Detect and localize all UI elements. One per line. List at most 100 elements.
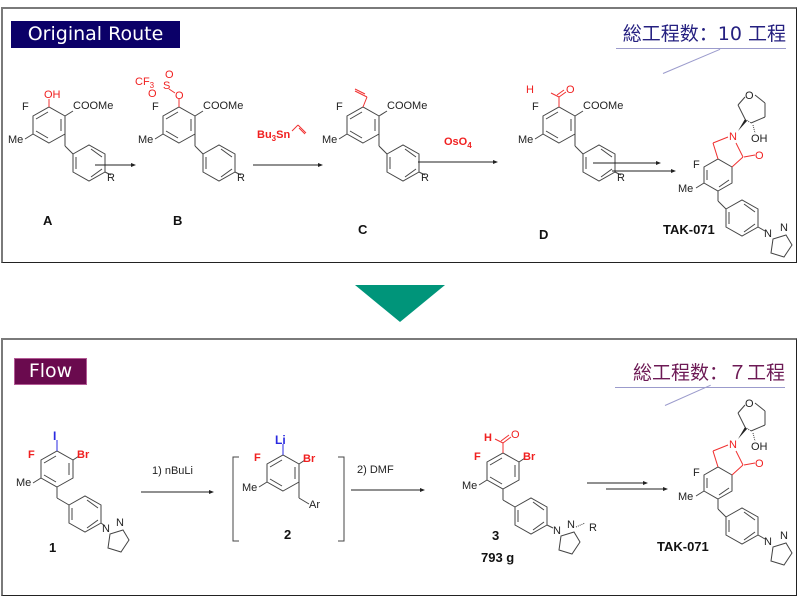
reagent-bu3sn: Bu3Sn	[257, 129, 290, 143]
label-me: Me	[678, 491, 693, 503]
label-br: Br	[77, 449, 90, 461]
label-me: Me	[518, 134, 533, 146]
label-n: N	[729, 131, 737, 143]
label-coome: COOMe	[73, 100, 113, 112]
label-me: Me	[678, 183, 693, 195]
compound-tak-071-original: N O O OH F Me N N TAK-071	[663, 90, 793, 258]
label-br: Br	[303, 453, 316, 465]
label-oh: OH	[751, 441, 768, 453]
label-oh: OH	[751, 133, 768, 145]
compound-label-1: 1	[49, 540, 56, 555]
label-f: F	[532, 101, 539, 113]
flow-title: Flow	[14, 358, 87, 385]
label-cf3: CF3	[135, 76, 155, 90]
label-ar: Ar	[309, 499, 320, 511]
arrowhead	[656, 161, 661, 165]
label-coome: COOMe	[387, 100, 427, 112]
label-me: Me	[16, 477, 31, 489]
compound-label-2: 2	[284, 527, 291, 542]
label-n2: N	[116, 517, 124, 529]
label-f: F	[28, 449, 35, 461]
label-o-left: O	[148, 88, 157, 100]
label-f: F	[152, 101, 159, 113]
compound-1: I F Br Me N N 1	[16, 429, 130, 555]
transition-arrow-icon	[355, 285, 445, 322]
compound-3: H O F Br Me N N R 3 793 g	[462, 429, 597, 565]
compound-tak-071-flow: N O O OH F Me N N TAK-071	[657, 398, 793, 566]
label-f: F	[693, 159, 700, 171]
label-r: R	[589, 522, 597, 534]
label-r: R	[421, 172, 429, 184]
label-s: S	[163, 80, 170, 92]
label-o-top: O	[165, 69, 174, 81]
reagent-oso4: OsO4	[444, 136, 472, 150]
label-f: F	[22, 101, 29, 113]
label-o-ring: O	[745, 398, 754, 410]
compound-label-b: B	[173, 213, 182, 228]
arrowhead	[318, 163, 323, 167]
label-li: Li	[275, 433, 286, 447]
compound-label-d: D	[539, 227, 548, 242]
label-oh: OH	[44, 89, 61, 101]
label-r: R	[237, 172, 245, 184]
compound-c: F Me COOMe R C	[322, 88, 429, 237]
compound-label-tak-071: TAK-071	[663, 222, 715, 237]
arrowhead	[420, 488, 425, 492]
label-coome: COOMe	[203, 100, 243, 112]
compound-a: OH F Me COOMe R A	[8, 89, 115, 228]
original-route-scheme: OH F Me COOMe R A O S	[8, 69, 793, 258]
compound-label-3: 3	[492, 528, 499, 543]
arrowhead	[643, 481, 648, 485]
compound-2: Li F Br Me Ar 2	[242, 433, 320, 542]
label-me: Me	[322, 134, 337, 146]
reagent-nbuli: 1) nBuLi	[152, 465, 193, 477]
compound-label-a: A	[43, 213, 53, 228]
label-f: F	[474, 451, 481, 463]
reagent-dmf: 2) DMF	[357, 464, 394, 476]
bracket-right	[338, 456, 345, 542]
label-n1: N	[764, 536, 772, 548]
compound-label-tak-071: TAK-071	[657, 539, 709, 554]
label-n2: N	[780, 222, 788, 234]
flow-scheme: I F Br Me N N 1 1) nBuLi	[16, 398, 793, 566]
original-route-title: Original Route	[11, 21, 180, 48]
label-h: H	[484, 432, 492, 444]
original-route-panel: Original Route 総工程数：10 工程 OH F Me COOMe …	[1, 7, 797, 263]
compound-label-c: C	[358, 222, 368, 237]
label-n: N	[729, 439, 737, 451]
label-n1: N	[102, 523, 110, 535]
label-coome: COOMe	[583, 100, 623, 112]
compound-3-yield: 793 g	[481, 550, 514, 565]
flow-panel: Flow 総工程数：７工程 I F Br Me N N 1	[1, 338, 797, 596]
label-o-ring: O	[745, 90, 754, 102]
label-r: R	[617, 172, 625, 184]
label-n1: N	[553, 525, 561, 537]
arrowhead	[493, 160, 498, 164]
label-i: I	[53, 429, 56, 443]
label-o: O	[175, 90, 184, 102]
arrowhead	[131, 163, 136, 167]
label-me: Me	[242, 482, 257, 494]
label-br: Br	[523, 451, 536, 463]
label-n1: N	[764, 228, 772, 240]
arrowhead	[209, 490, 214, 494]
label-f: F	[693, 467, 700, 479]
arrowhead	[671, 169, 676, 173]
label-o-carbonyl: O	[755, 150, 764, 162]
label-n2: N	[780, 530, 788, 542]
compound-d: H O F Me COOMe R D	[518, 84, 625, 242]
label-h: H	[526, 84, 534, 96]
label-me: Me	[8, 134, 23, 146]
bracket-left	[232, 456, 239, 542]
flow-total-steps: 総工程数：７工程	[615, 361, 785, 388]
label-o-carbonyl: O	[755, 458, 764, 470]
arrowhead	[663, 487, 668, 491]
compound-b: O S O O CF3 F Me COOMe R B	[135, 69, 245, 228]
label-r: R	[107, 172, 115, 184]
original-total-steps: 総工程数：10 工程	[616, 22, 786, 49]
label-f: F	[254, 452, 261, 464]
label-o: O	[566, 84, 575, 96]
label-n2: N	[567, 519, 575, 531]
label-f: F	[336, 101, 343, 113]
label-me: Me	[138, 134, 153, 146]
